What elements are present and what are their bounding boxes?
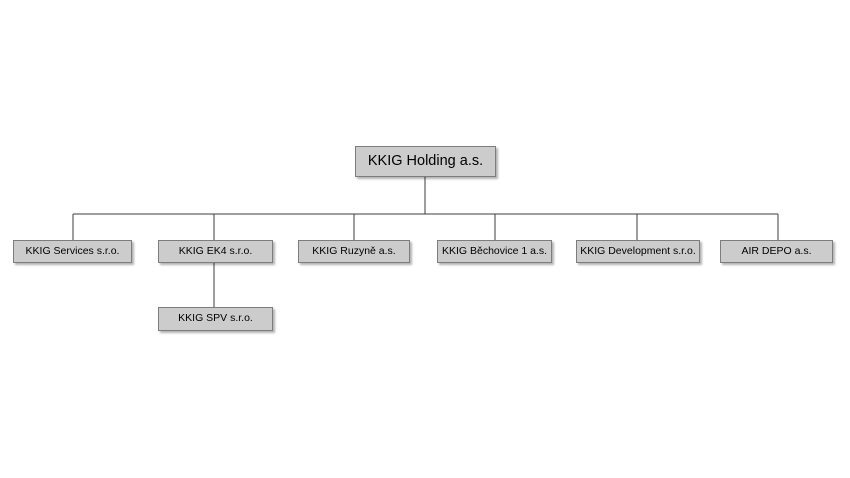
node-kkig-spv[interactable]: KKIG SPV s.r.o. (158, 307, 273, 331)
node-air-depo[interactable]: AIR DEPO a.s. (720, 240, 833, 263)
node-kkig-ruzyne[interactable]: KKIG Ruzyně a.s. (298, 240, 410, 263)
node-kkig-services[interactable]: KKIG Services s.r.o. (13, 240, 132, 263)
node-kkig-holding[interactable]: KKIG Holding a.s. (355, 146, 496, 177)
node-kkig-bechovice-1[interactable]: KKIG Běchovice 1 a.s. (437, 240, 552, 263)
node-kkig-development[interactable]: KKIG Development s.r.o. (576, 240, 700, 263)
node-kkig-ek4[interactable]: KKIG EK4 s.r.o. (158, 240, 273, 263)
